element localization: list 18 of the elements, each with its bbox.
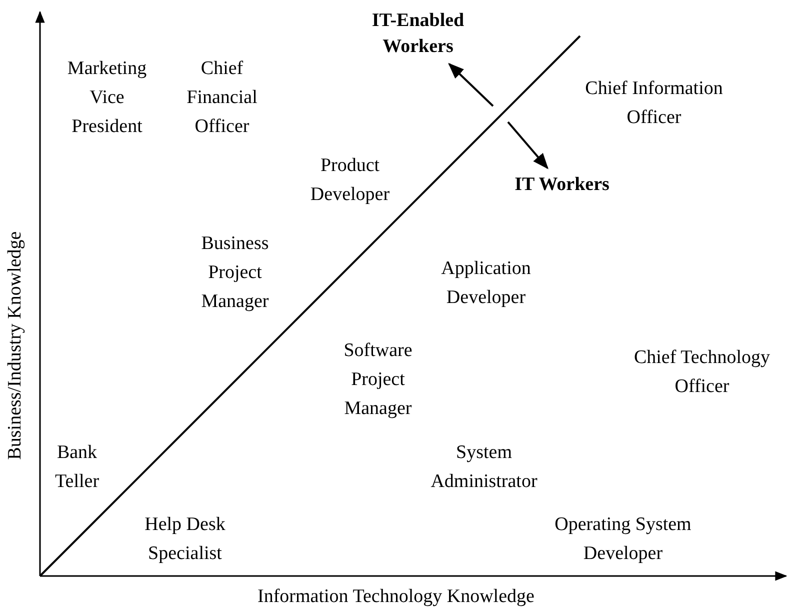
job-role-label: Bank Teller <box>54 441 100 494</box>
arrow <box>507 121 548 170</box>
job-role-label: Software Project Manager <box>342 339 414 421</box>
job-role-label: Chief Information Officer <box>584 77 724 130</box>
job-role-label: Marketing Vice President <box>66 57 148 139</box>
group-label: IT Workers <box>506 172 618 198</box>
job-role-label: Help Desk Specialist <box>144 513 226 566</box>
axis-title: Business/Industry Knowledge <box>4 230 26 462</box>
group-label: IT-Enabled Workers <box>358 8 478 60</box>
job-role-label: Product Developer <box>309 154 391 207</box>
job-role-label: Chief Financial Officer <box>186 57 258 139</box>
job-role-label: Business Project Manager <box>200 232 270 314</box>
job-role-label: Application Developer <box>440 257 532 310</box>
arrow <box>448 62 494 107</box>
job-role-label: Operating System Developer <box>554 513 692 566</box>
job-role-label: Chief Technology Officer <box>632 346 772 399</box>
axis-title: Information Technology Knowledge <box>256 585 536 609</box>
job-role-label: System Administrator <box>430 441 538 494</box>
